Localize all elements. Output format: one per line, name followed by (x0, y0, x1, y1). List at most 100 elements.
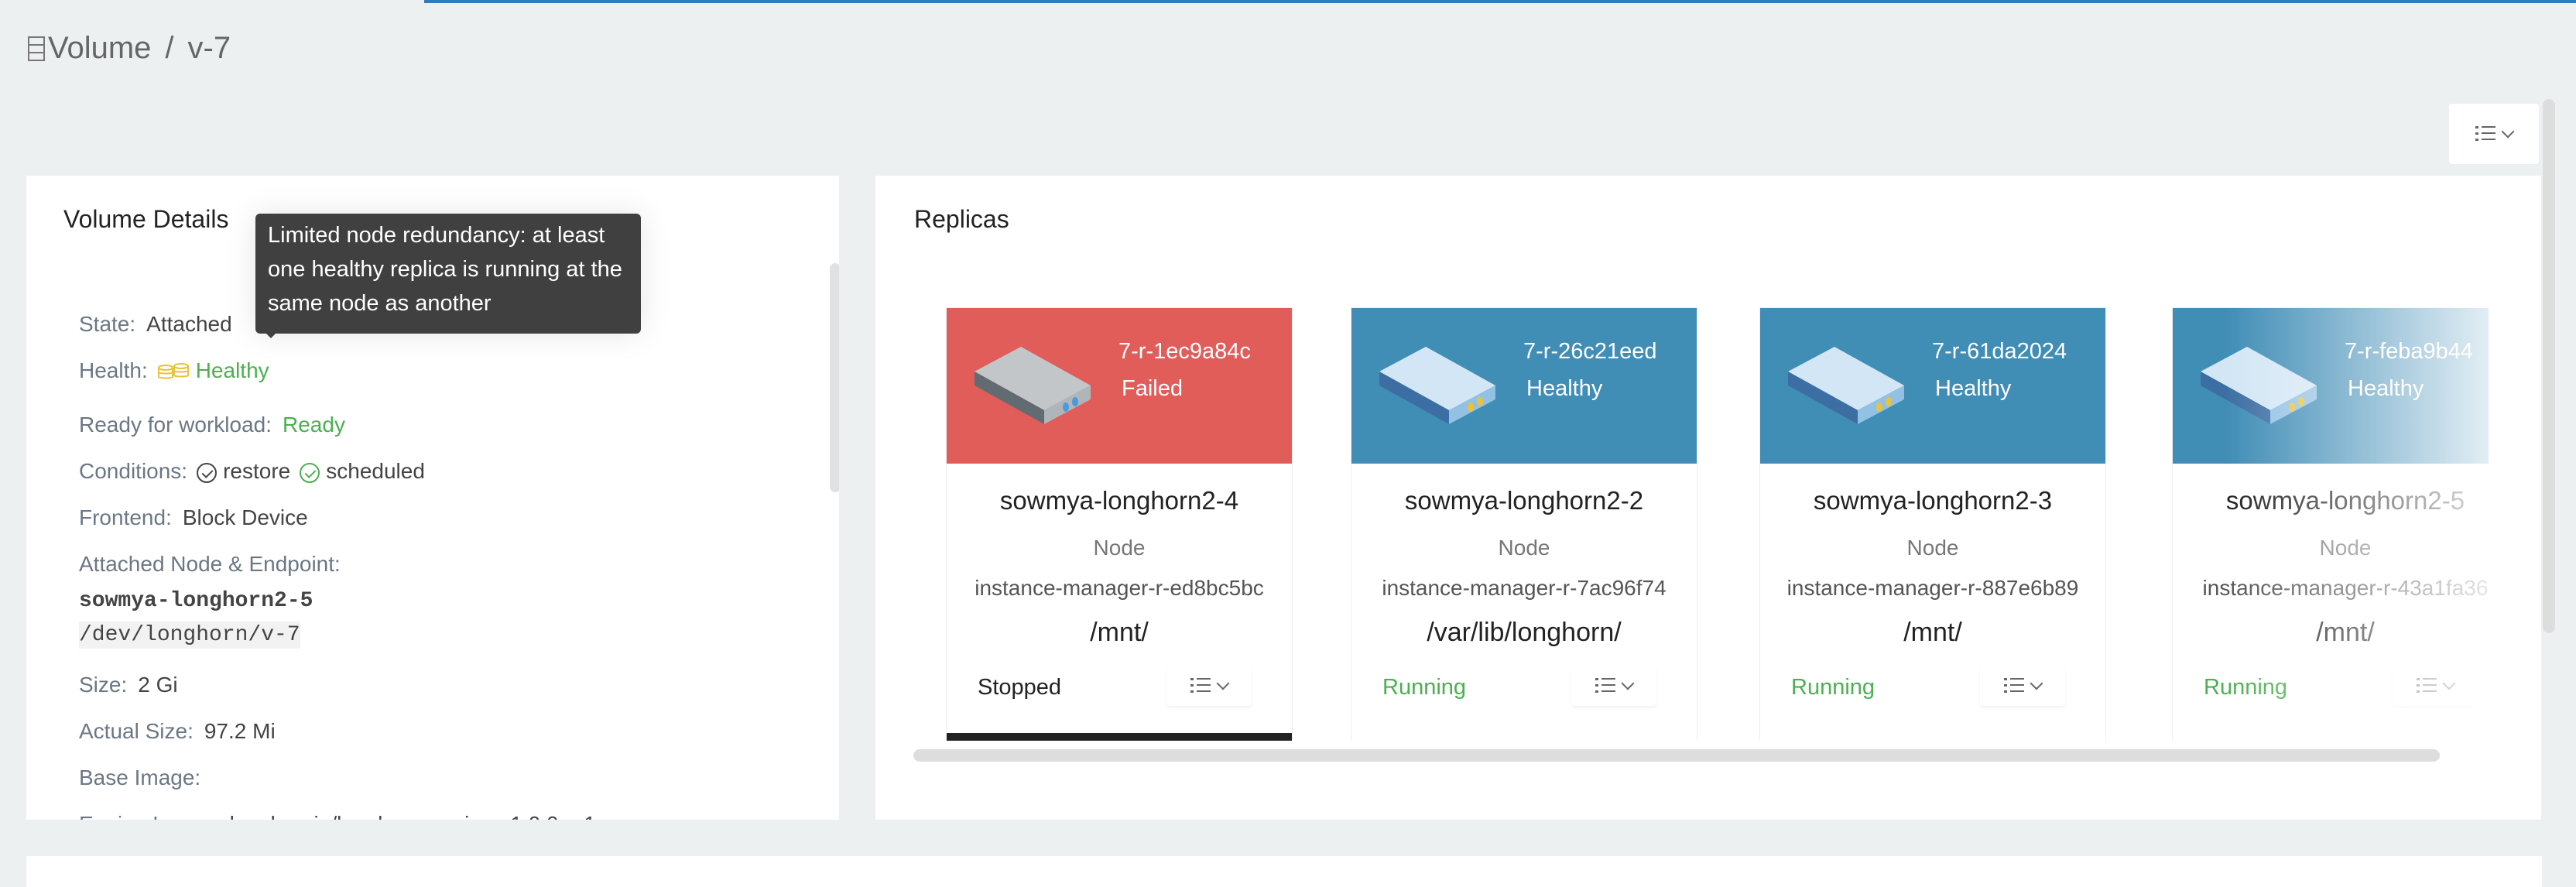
frontend-value: Block Device (182, 505, 308, 529)
volume-icon (28, 36, 45, 61)
replica-node-name: sowmya-longhorn2-5 (2225, 486, 2465, 515)
bottom-panel (26, 856, 2542, 887)
replica-status: Running (2204, 675, 2288, 700)
state-row: State: Attached (79, 312, 232, 337)
replica-path: /mnt/ (1090, 618, 1149, 647)
replica-actions-dropdown[interactable] (1166, 666, 1252, 706)
actual-size-row: Actual Size: 97.2 Mi (79, 719, 276, 744)
instance-manager: instance-manager-r-ed8bc5bc (975, 576, 1264, 600)
replica-node-name: sowmya-longhorn2-3 (1813, 486, 2053, 515)
health-tooltip: Limited node redundancy: at least one he… (255, 214, 641, 338)
breadcrumb-separator: / (165, 31, 174, 65)
size-row: Size: 2 Gi (79, 673, 178, 697)
replica-id: 7-r-1ec9a84c (1118, 339, 1251, 364)
health-row: Health: Healthy (79, 358, 269, 383)
replica-cards: 7-r-1ec9a84c Failed sowmya-longhorn2-4 N… (946, 307, 2489, 741)
replicas-panel: Replicas 7-r-1ec9a84c Failed sowmya-long… (875, 176, 2541, 820)
size-value: 2 Gi (138, 673, 178, 697)
replica-card[interactable]: 7-r-feba9b44 Healthy sowmya-longhorn2-5 … (2172, 307, 2489, 741)
ready-label: Ready for workload: (79, 413, 272, 437)
replica-header: 7-r-26c21eed Healthy (1351, 308, 1697, 464)
replica-status: Running (1791, 675, 1875, 700)
breadcrumb: Volume / v-7 (28, 31, 231, 66)
engine-image-value: longhornio/longhorn-engine:v1.0.0-rc1 (230, 812, 596, 820)
details-scrollbar[interactable] (830, 263, 839, 492)
attached-label: Attached Node & Endpoint: (79, 552, 341, 576)
page-scrollbar[interactable] (2543, 99, 2555, 633)
replica-card[interactable]: 7-r-1ec9a84c Failed sowmya-longhorn2-4 N… (946, 307, 1293, 741)
replica-id: 7-r-26c21eed (1523, 339, 1657, 364)
base-image-label: Base Image: (79, 765, 201, 789)
node-label: Node (1498, 536, 1550, 560)
health-label: Health: (79, 358, 148, 382)
engine-image-label: Engine Image: (79, 812, 219, 820)
replica-actions-dropdown[interactable] (1980, 666, 2065, 706)
health-value: Healthy (195, 358, 269, 382)
disk-icon (2201, 347, 2317, 424)
frontend-row: Frontend: Block Device (79, 505, 308, 530)
replica-id: 7-r-61da2024 (1932, 339, 2067, 364)
breadcrumb-current: v-7 (187, 31, 231, 65)
state-label: State: (79, 312, 136, 336)
chevron-down-icon (2501, 125, 2515, 139)
list-icon (2004, 678, 2024, 694)
ready-row: Ready for workload:Ready (79, 413, 345, 437)
attached-node: sowmya-longhorn2-5 (79, 589, 313, 613)
condition-scheduled: scheduled (326, 459, 425, 483)
replicas-horizontal-scrollbar[interactable] (913, 749, 2440, 762)
replica-header: 7-r-1ec9a84c Failed (947, 308, 1292, 464)
replica-health: Healthy (1935, 376, 2012, 401)
conditions-row: Conditions: restore scheduled (79, 459, 425, 484)
replica-health: Failed (1122, 376, 1183, 401)
coins-warning-icon[interactable] (157, 362, 190, 382)
node-label: Node (2319, 536, 2372, 560)
disk-icon (1379, 347, 1495, 424)
state-value: Attached (146, 312, 232, 336)
replica-header: 7-r-61da2024 Healthy (1760, 308, 2105, 464)
volume-actions-dropdown[interactable] (2449, 104, 2539, 164)
replica-header: 7-r-feba9b44 Healthy (2173, 308, 2489, 464)
replica-path: /mnt/ (1903, 618, 1962, 647)
frontend-label: Frontend: (79, 505, 172, 529)
list-icon (1595, 678, 1615, 694)
instance-manager: instance-manager-r-43a1fa36 (2202, 576, 2489, 600)
breadcrumb-volume[interactable]: Volume (48, 31, 152, 65)
instance-manager: instance-manager-r-7ac96f74 (1382, 576, 1667, 600)
replica-path: /mnt/ (2316, 618, 2375, 647)
failed-bar (947, 733, 1292, 741)
chevron-down-icon (1621, 676, 1635, 690)
replica-actions-dropdown[interactable] (1571, 666, 1656, 706)
replica-node-name: sowmya-longhorn2-2 (1404, 486, 1644, 515)
chevron-down-icon (1216, 676, 1230, 690)
node-label: Node (1906, 536, 1959, 560)
loading-bar (424, 0, 2576, 3)
replica-card[interactable]: 7-r-26c21eed Healthy sowmya-longhorn2-2 … (1351, 307, 1697, 741)
replica-node-name: sowmya-longhorn2-4 (999, 486, 1239, 515)
disk-icon (1788, 347, 1904, 424)
attached-endpoint: /dev/longhorn/v-7 (79, 622, 300, 649)
replica-id: 7-r-feba9b44 (2345, 339, 2474, 364)
check-circle-icon (197, 462, 218, 483)
replica-status: Stopped (978, 675, 1062, 700)
instance-manager: instance-manager-r-887e6b89 (1786, 576, 2079, 600)
replica-status: Running (1382, 675, 1467, 700)
node-label: Node (1093, 536, 1146, 560)
chevron-down-icon (2030, 676, 2043, 690)
condition-restore: restore (223, 459, 291, 483)
list-icon (2475, 126, 2496, 142)
replicas-title: Replicas (914, 205, 1009, 233)
actual-size-value: 97.2 Mi (204, 719, 276, 743)
replica-card[interactable]: 7-r-61da2024 Healthy sowmya-longhorn2-3 … (1759, 307, 2106, 741)
actual-size-label: Actual Size: (79, 719, 194, 743)
check-circle-icon (300, 462, 320, 483)
conditions-label: Conditions: (79, 459, 188, 483)
disk-icon (975, 347, 1091, 424)
list-icon (2417, 678, 2437, 694)
replica-actions-dropdown[interactable] (2393, 666, 2478, 706)
replica-path: /var/lib/longhorn/ (1427, 618, 1622, 647)
chevron-down-icon (2442, 676, 2456, 690)
engine-image-row: Engine Image: longhornio/longhorn-engine:… (79, 812, 596, 820)
replica-health: Healthy (1526, 376, 1603, 401)
size-label: Size: (79, 673, 128, 697)
replica-health: Healthy (2348, 376, 2424, 401)
